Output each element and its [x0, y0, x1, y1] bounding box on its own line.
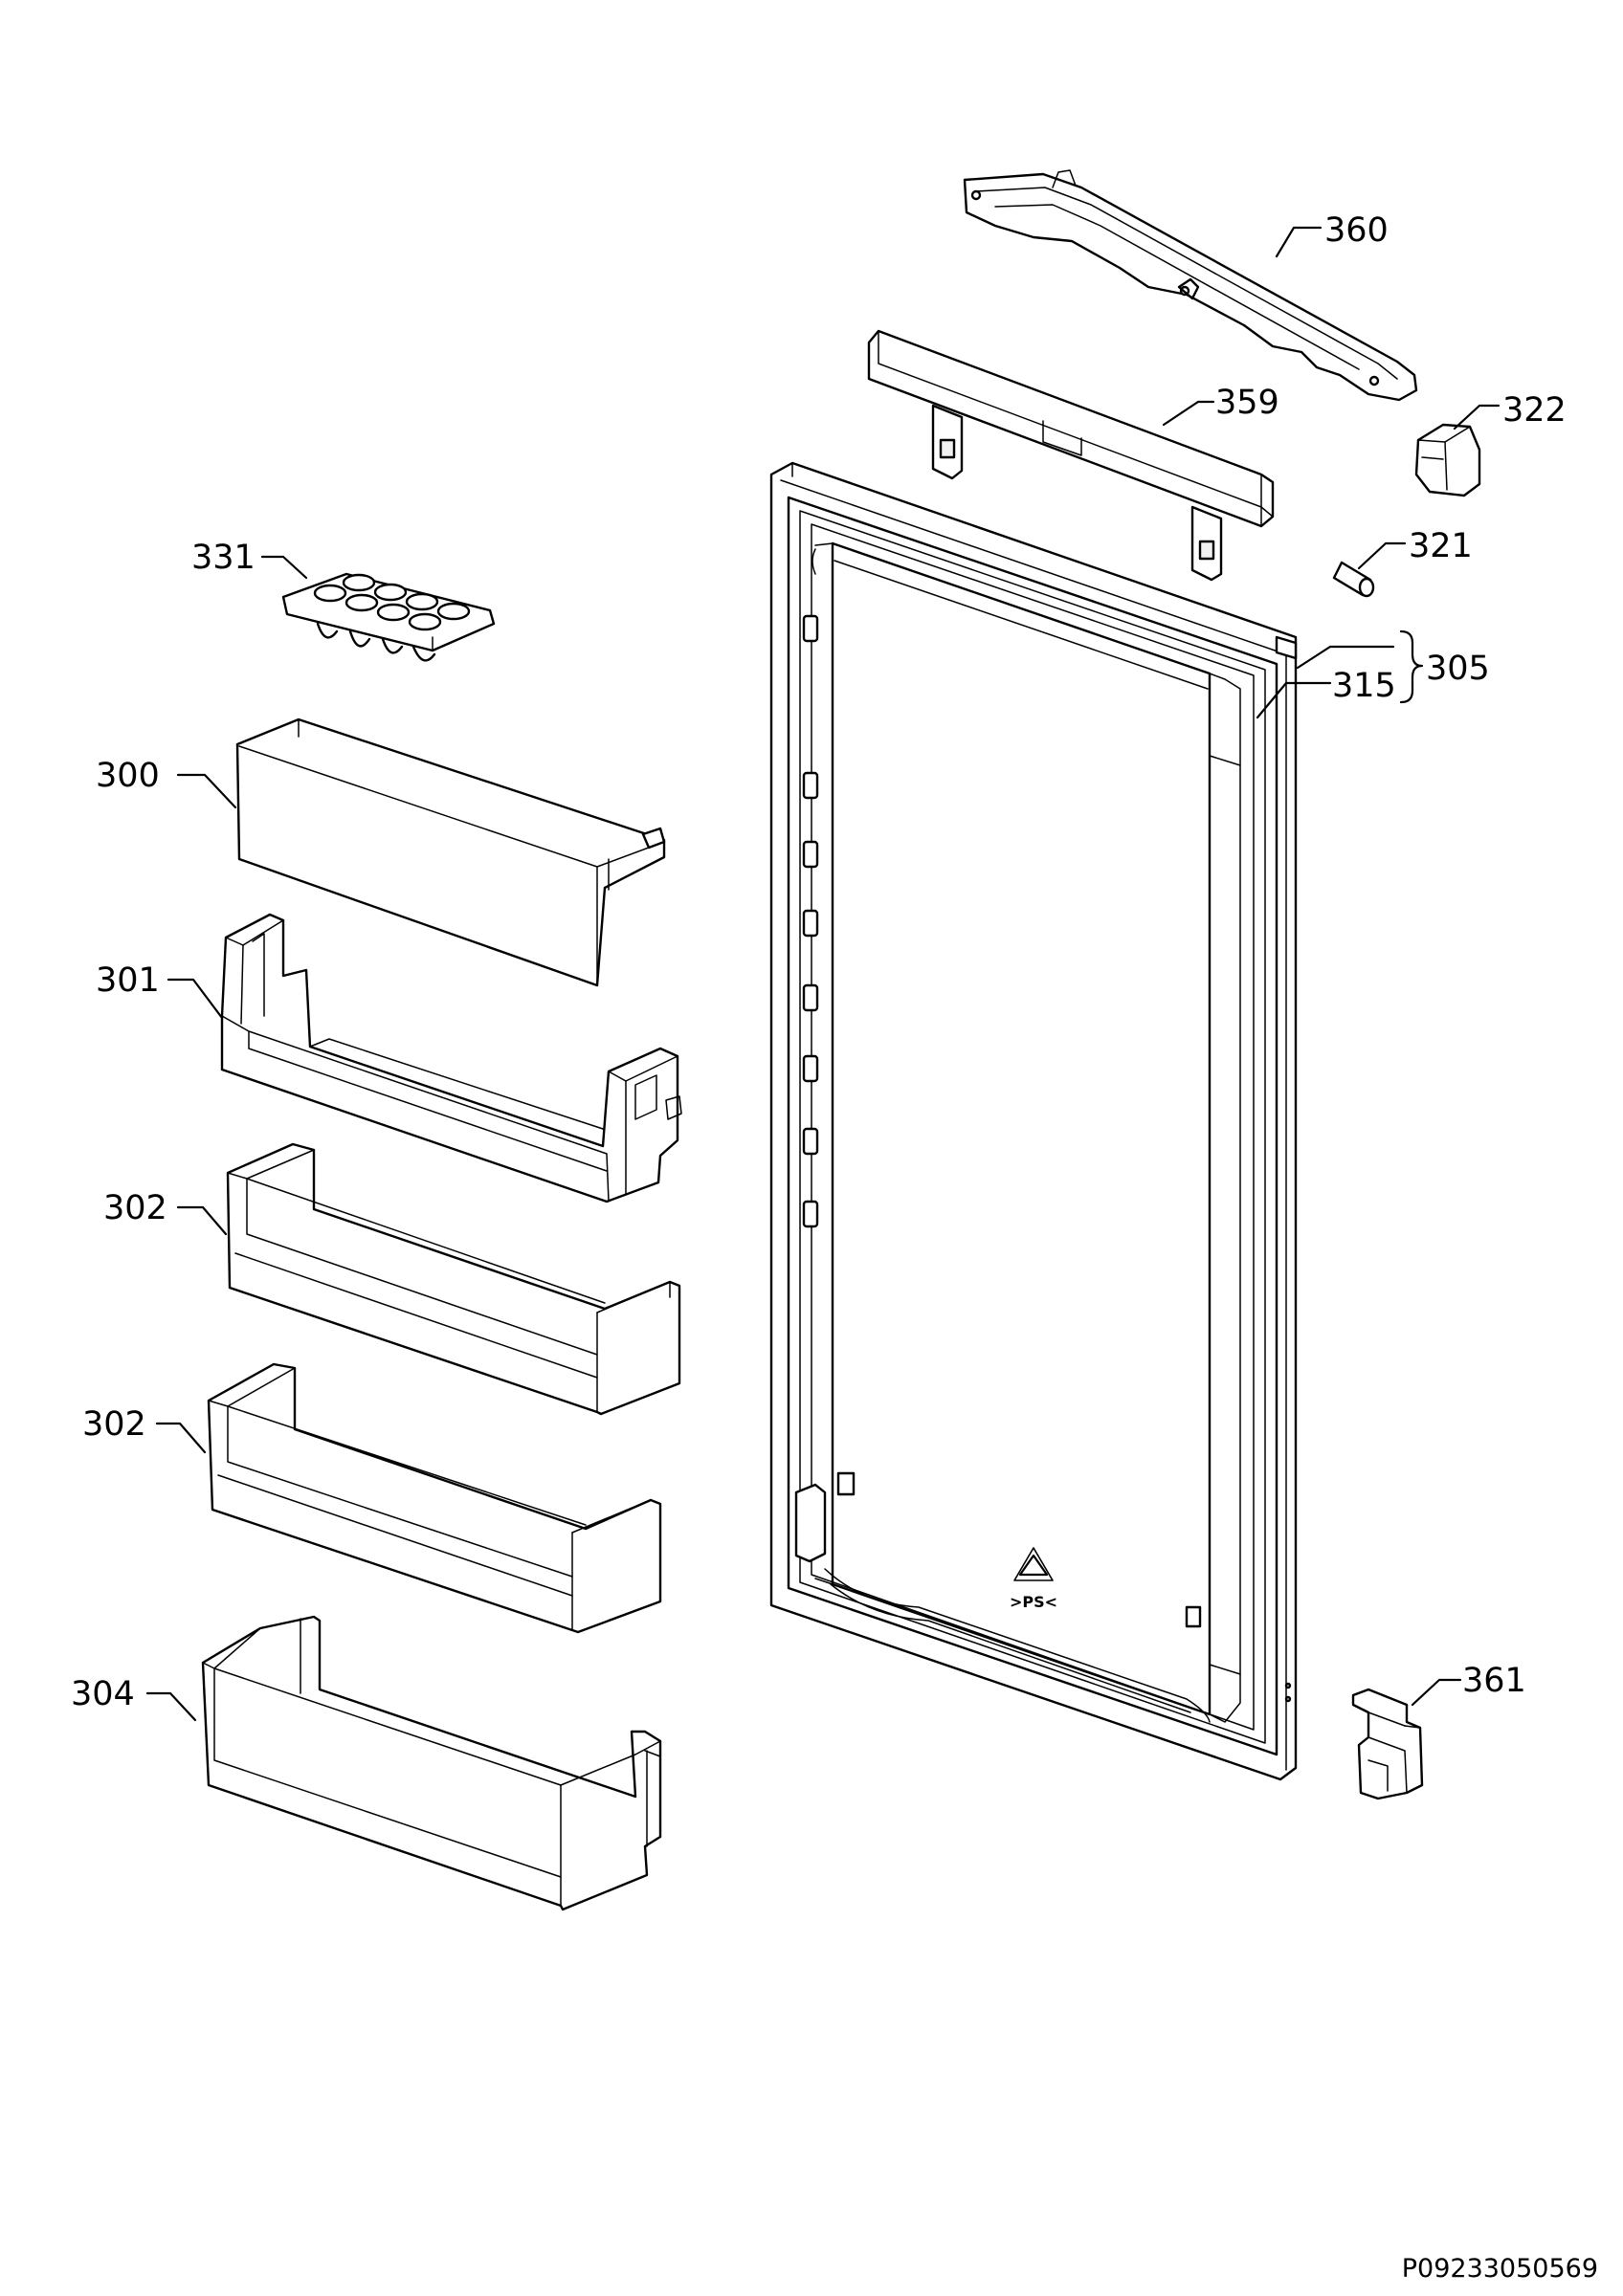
leader-360 [1275, 226, 1323, 258]
leader-302b [155, 1422, 207, 1454]
leader-322 [1453, 404, 1501, 430]
leader-304 [145, 1691, 197, 1722]
leader-321 [1357, 541, 1407, 570]
callout-315: 315 [1332, 667, 1396, 705]
part-359-top-cover [867, 329, 1275, 582]
leader-lines [145, 226, 1501, 1722]
callout-322: 322 [1502, 391, 1567, 430]
callout-304: 304 [71, 1675, 135, 1713]
part-360-hinge-bracket [963, 169, 1418, 402]
leader-301 [167, 978, 224, 1020]
document-number: P09233050569 [1402, 2254, 1598, 2284]
callout-301: 301 [96, 961, 160, 1000]
part-300-shelf-lid [235, 718, 666, 987]
part-302a-middle-shelf [226, 1142, 681, 1416]
part-305-door-assembly [769, 461, 1298, 1781]
part-301-upper-shelf [220, 913, 682, 1203]
callout-359: 359 [1215, 384, 1279, 422]
callout-305: 305 [1426, 650, 1490, 688]
leader-331 [260, 555, 308, 580]
callout-302a: 302 [103, 1189, 167, 1227]
callout-302b: 302 [82, 1405, 146, 1444]
leader-305a [1296, 645, 1395, 670]
part-322-hinge-cap [1414, 423, 1481, 497]
callout-361: 361 [1462, 1662, 1526, 1700]
part-361-hinge-cover [1351, 1688, 1424, 1800]
part-331-egg-tray [281, 572, 496, 662]
callout-300: 300 [96, 757, 160, 795]
recycle-mark-text: >PS< [1010, 1593, 1057, 1611]
leader-300 [176, 773, 237, 809]
callout-331: 331 [191, 539, 256, 577]
recycle-symbol: >PS< [1010, 1547, 1057, 1611]
leader-315 [1256, 681, 1332, 719]
callout-321: 321 [1409, 527, 1473, 565]
part-304-bottle-shelf [201, 1615, 662, 1911]
bracket-305 [1399, 629, 1424, 704]
leader-302a [176, 1205, 228, 1236]
leader-359 [1162, 400, 1215, 427]
callout-360: 360 [1324, 211, 1389, 250]
leader-361 [1411, 1678, 1462, 1707]
part-302b-lower-shelf [207, 1362, 662, 1634]
part-321-pin [1332, 561, 1375, 598]
callout-labels: 360 359 322 321 305 315 331 300 301 302 … [71, 211, 1567, 1713]
